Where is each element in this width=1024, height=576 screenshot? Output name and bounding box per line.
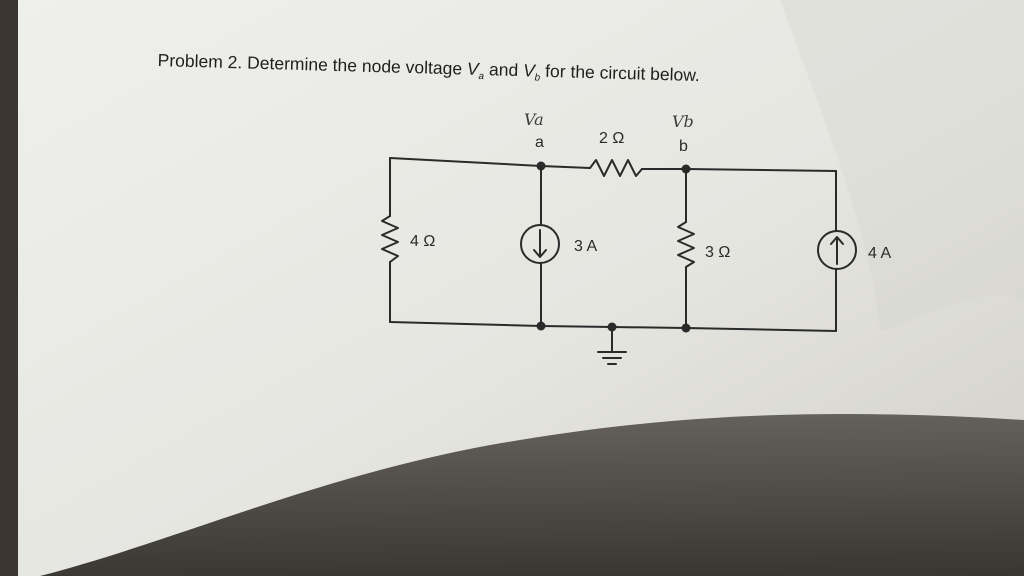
cast-shadow <box>40 414 1024 576</box>
node-b-dot <box>681 164 691 174</box>
resistor-2ohm-label: 2 Ω <box>599 130 625 147</box>
resistor-4ohm <box>381 215 399 263</box>
handwritten-vb: Vb <box>672 112 694 131</box>
current-source-4a-label: 4 A <box>868 245 892 262</box>
top-wire-left <box>389 157 591 169</box>
resistor-3ohm-label: 3 Ω <box>705 244 731 261</box>
ground-icon <box>597 351 627 365</box>
bottom-node-dot-2 <box>681 323 691 333</box>
current-source-3a-label: 3 A <box>574 238 598 255</box>
ground-node-dot <box>607 322 617 332</box>
node-a-dot <box>536 161 546 171</box>
resistor-2ohm <box>589 159 643 177</box>
resistor-3ohm <box>677 221 695 268</box>
resistor-4ohm-label: 4 Ω <box>410 233 436 250</box>
top-wire-right <box>641 168 837 172</box>
arrow-up-icon <box>830 236 844 265</box>
node-a-label: a <box>535 134 544 151</box>
handwritten-va: Va <box>524 110 544 129</box>
arrow-down-icon <box>533 229 547 258</box>
node-b-label: b <box>679 138 688 155</box>
bottom-node-dot-1 <box>536 321 546 331</box>
